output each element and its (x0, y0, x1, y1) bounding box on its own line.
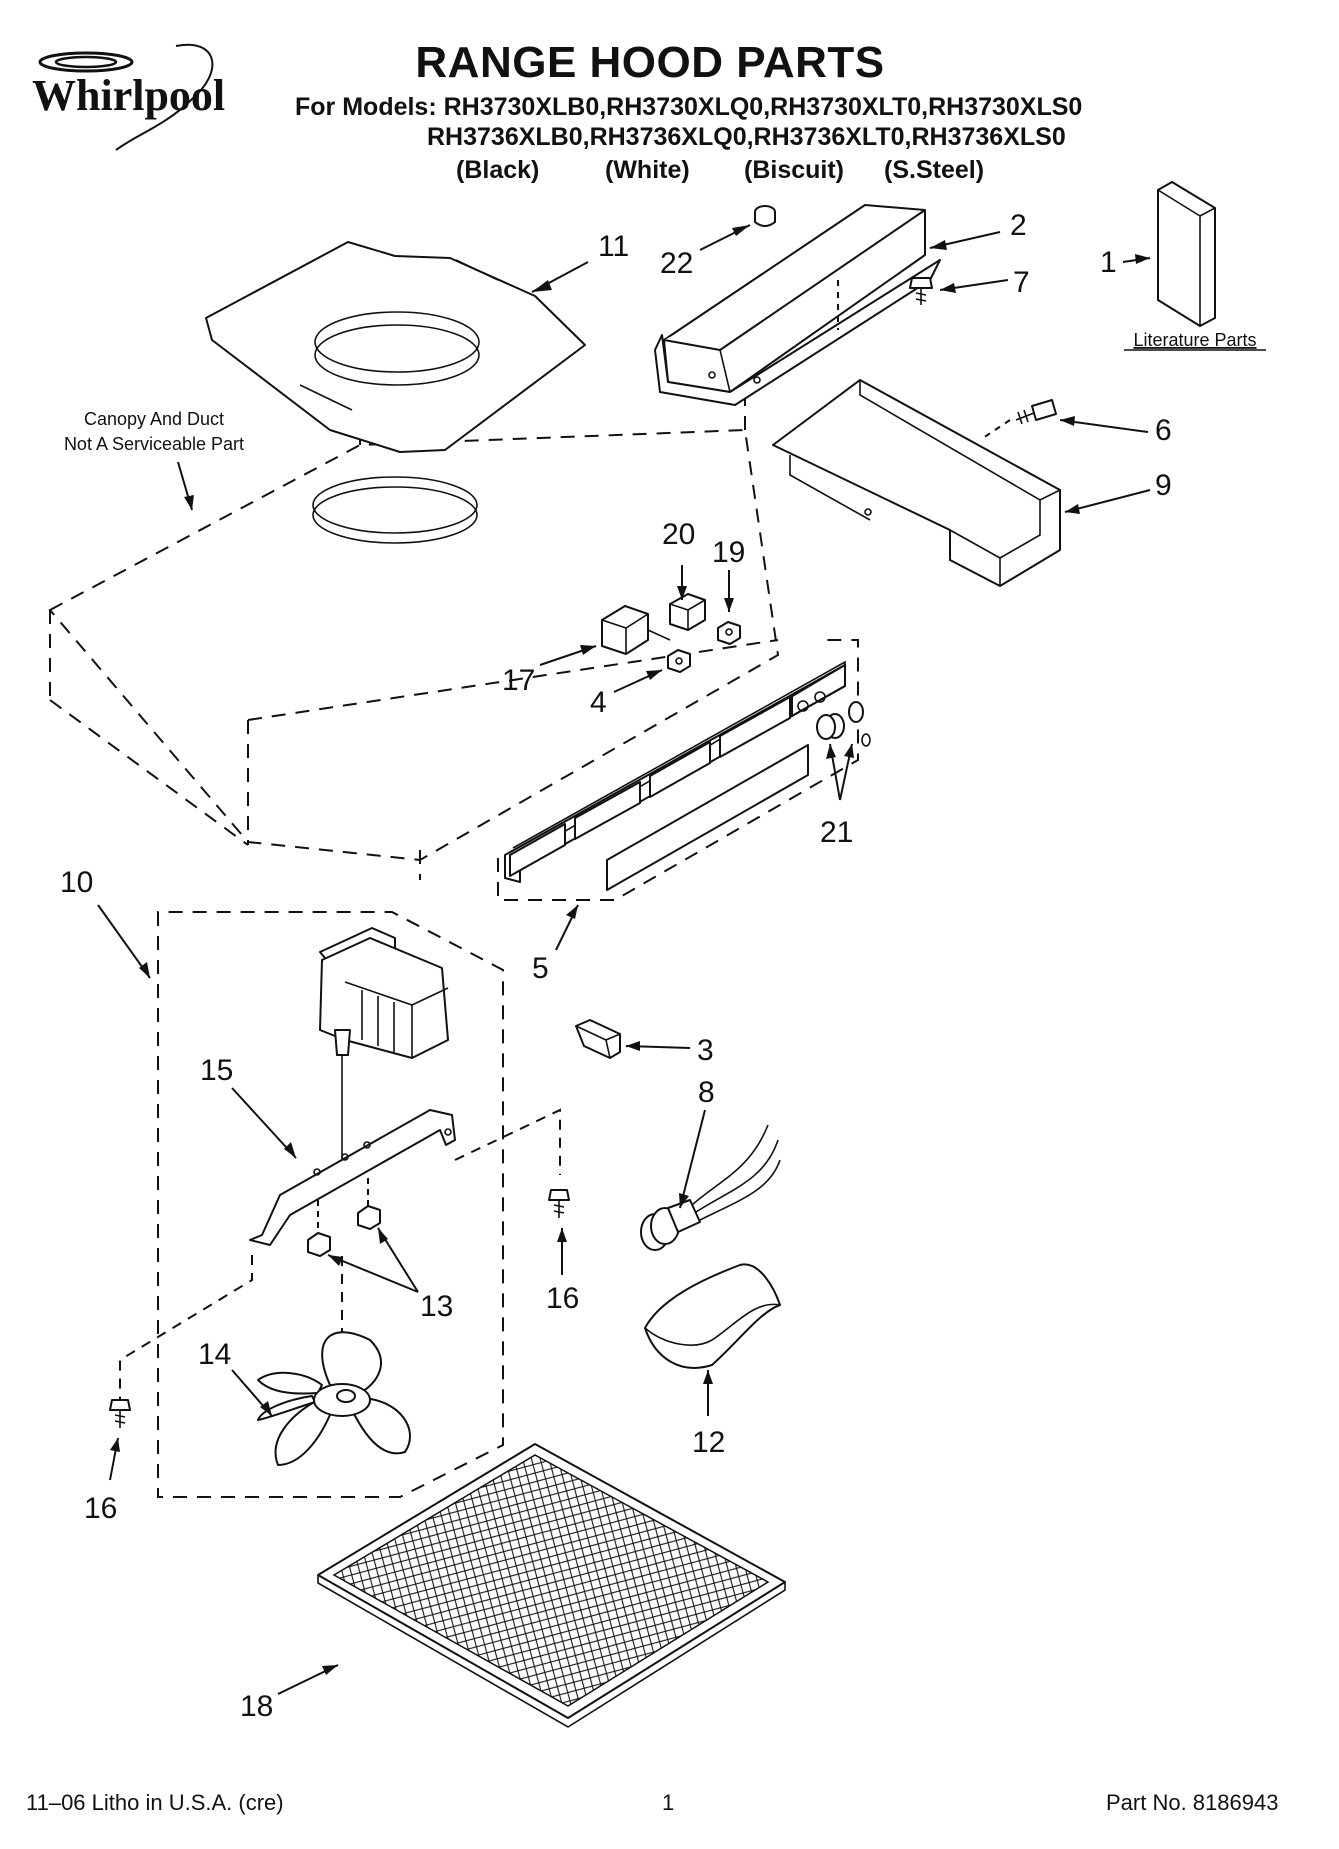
whirlpool-logo: Whirlpool (32, 43, 225, 151)
switch-knobs-part-21 (816, 701, 871, 747)
color-stainless-steel: (S.Steel) (884, 156, 985, 184)
footer-page-number: 1 (662, 1790, 675, 1815)
switch-part-17 (601, 605, 671, 655)
model-list-line-1: For Models: RH3730XLB0,RH3730XLQ0,RH3730… (295, 93, 1083, 121)
footer-part-number: Part No. 8186943 (1106, 1790, 1279, 1815)
callout-9: 9 (1155, 469, 1172, 502)
callout-10: 10 (60, 866, 93, 899)
control-panel-part-5 (497, 639, 859, 901)
nut-part-19 (717, 621, 741, 645)
top-plate-part-11 (205, 241, 586, 453)
callout-leaders (97, 224, 1151, 1695)
diagram-notes: Canopy And Duct Not A Serviceable Part L… (64, 330, 1266, 454)
callout-7: 7 (1013, 266, 1030, 299)
blower-motor (319, 927, 449, 1180)
nuts-part-13 (307, 1178, 381, 1385)
grease-filter-part-18 (317, 1443, 786, 1728)
callout-5: 5 (532, 952, 549, 985)
note-literature-parts: Literature Parts (1133, 330, 1256, 350)
callout-12: 12 (692, 1426, 725, 1459)
footer-litho: 11–06 Litho in U.S.A. (cre) (26, 1790, 284, 1815)
callout-14: 14 (198, 1338, 231, 1371)
color-biscuit: (Biscuit) (744, 156, 844, 184)
screw-part-16-left (109, 1399, 131, 1428)
callout-20: 20 (662, 518, 695, 551)
literature-part-1 (1157, 181, 1216, 327)
clip-part-3 (575, 1019, 621, 1059)
blower-assembly-part-10 (157, 911, 504, 1498)
screw-part-7 (837, 277, 933, 330)
color-white: (White) (605, 156, 690, 184)
callout-17: 17 (502, 664, 535, 697)
callout-3: 3 (697, 1034, 714, 1067)
callout-13: 13 (420, 1290, 453, 1323)
model-list: For Models: RH3730XLB0,RH3730XLQ0,RH3730… (295, 92, 1083, 151)
whirlpool-wordmark: Whirlpool (32, 71, 225, 120)
knob-part-22 (754, 205, 776, 227)
wire-harness-part-8 (640, 1124, 781, 1251)
light-lens-part-12 (644, 1263, 781, 1369)
callout-4: 4 (590, 686, 607, 719)
callout-22: 22 (660, 247, 693, 280)
switch-part-20 (669, 593, 706, 631)
note-canopy-line-1: Canopy And Duct (84, 409, 224, 429)
callout-2: 2 (1010, 209, 1027, 242)
callout-15: 15 (200, 1054, 233, 1087)
screw-part-16-right (548, 1189, 570, 1218)
callout-19: 19 (712, 536, 745, 569)
screw-part-6 (979, 399, 1057, 441)
callout-18: 18 (240, 1690, 273, 1723)
page-title: RANGE HOOD PARTS (415, 38, 885, 87)
control-box-cover-part-2 (654, 204, 941, 406)
color-black: (Black) (456, 156, 540, 184)
fan-blade-part-14 (257, 1331, 411, 1466)
note-canopy-line-2: Not A Serviceable Part (64, 434, 244, 454)
callout-numbers: 1 2 3 4 5 6 7 8 9 10 11 12 13 14 15 16 1… (60, 209, 1172, 1723)
grille-vents (509, 696, 809, 891)
model-list-line-2: RH3736XLB0,RH3736XLQ0,RH3736XLT0,RH3736X… (427, 123, 1066, 151)
callout-8: 8 (698, 1076, 715, 1109)
callout-6: 6 (1155, 414, 1172, 447)
motor-bracket-part-15 (119, 1108, 561, 1400)
callout-11: 11 (598, 230, 629, 263)
callout-1: 1 (1100, 246, 1117, 279)
callout-16-left: 16 (84, 1492, 117, 1525)
callout-21: 21 (820, 816, 853, 849)
nut-part-4 (667, 649, 691, 673)
callout-16-right: 16 (546, 1282, 579, 1315)
damper-channel-part-9 (772, 379, 1061, 587)
